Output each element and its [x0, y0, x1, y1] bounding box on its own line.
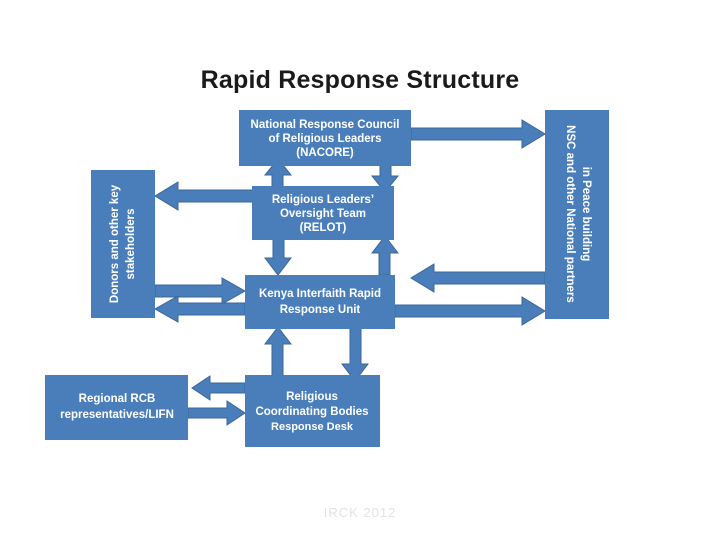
node-kirru-line1: Kenya Interfaith Rapid [259, 288, 381, 300]
arrow-nsc-to-kirru [410, 263, 546, 293]
node-relot-line1: Religious Leaders’ [272, 194, 374, 206]
arrow-rcbdesk-to-regional [191, 375, 246, 401]
arrow-kirru-to-nsc [394, 296, 546, 326]
node-donors-line2: stakeholders [125, 209, 137, 280]
node-nsc-line2: in Peace building [580, 167, 592, 262]
arrow-nacore-to-nsc [410, 119, 546, 149]
node-kirru[interactable]: Kenya Interfaith Rapid Response Unit [245, 275, 395, 329]
node-kirru-shape [245, 275, 395, 329]
node-nacore-shape [239, 110, 411, 166]
node-relot-line2: Oversight Team [280, 208, 366, 220]
node-regional-rcb[interactable]: Regional RCB representatives/LIFN [45, 375, 188, 440]
node-rcb-desk-line1: Religious [286, 391, 338, 403]
arrow-relot-to-kirru [263, 235, 293, 276]
node-kirru-line2: Response Unit [280, 304, 361, 316]
node-regional-rcb-shape [45, 375, 188, 440]
arrow-kirru-to-relot [370, 235, 400, 276]
arrow-rcbdesk-to-kirru [263, 326, 293, 382]
node-donors-line1: Donors and other key [109, 184, 121, 303]
node-nacore-line2: of Religious Leaders [268, 133, 381, 145]
node-rcb-desk-shape [245, 375, 380, 447]
node-regional-rcb-line1: Regional RCB [79, 393, 156, 405]
arrow-kirru-to-rcbdesk [340, 326, 370, 382]
node-donors[interactable]: Donors and other key stakeholders [91, 170, 155, 318]
node-nacore-line1: National Response Council [251, 119, 400, 131]
node-regional-rcb-line2: representatives/LIFN [60, 409, 174, 421]
arrow-relot-to-donors [154, 181, 259, 211]
node-rcb-desk-line3: Response Desk [271, 421, 354, 433]
node-nsc-line1: NSC and other National partners [564, 125, 576, 303]
arrow-regional-to-rcbdesk [187, 400, 246, 426]
node-rcb-desk[interactable]: Religious Coordinating Bodies Response D… [245, 375, 380, 447]
node-relot-shape [252, 186, 394, 240]
node-relot-line3: (RELOT) [300, 222, 347, 234]
arrow-kirru-to-donors [153, 295, 246, 323]
page-title: Rapid Response Structure [200, 66, 520, 94]
node-nsc-shape [545, 110, 609, 319]
node-donors-shape [91, 170, 155, 318]
node-relot[interactable]: Religious Leaders’ Oversight Team (RELOT… [252, 186, 394, 240]
node-nacore-line3: (NACORE) [296, 147, 354, 159]
slide-footer: IRCK 2012 [323, 505, 397, 520]
node-nsc[interactable]: NSC and other National partners in Peace… [545, 110, 609, 319]
node-rcb-desk-line2: Coordinating Bodies [255, 406, 368, 418]
arrow-donors-to-kirru [154, 277, 247, 305]
node-nacore[interactable]: National Response Council of Religious L… [239, 110, 411, 166]
